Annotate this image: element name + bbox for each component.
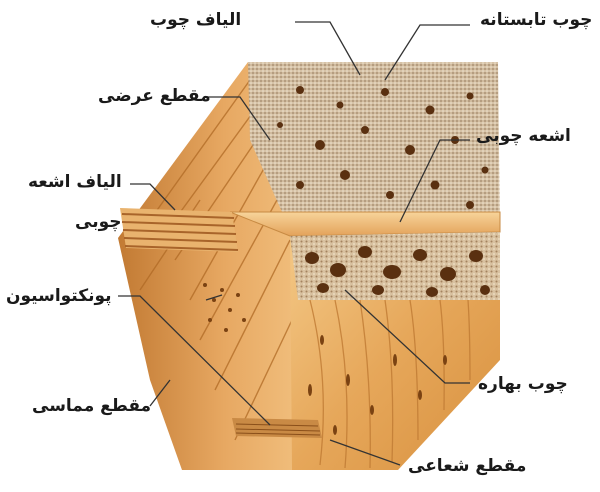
label-summerwood: چوب تابستانه	[480, 12, 592, 29]
label-ray-fibers-line1: الیاف اشعه	[28, 174, 122, 191]
label-punctuation: پونکتواسیون	[6, 288, 112, 305]
label-radial-section: مقطع شعاعی	[408, 458, 526, 475]
label-wood-rays: اشعه چوبی	[476, 128, 571, 145]
ray-fibers-protrusion	[120, 208, 238, 252]
label-ray-fibers-line2: چوبی	[75, 214, 122, 231]
cross-section-top	[248, 62, 500, 230]
label-tangential-section: مقطع مماسی	[32, 398, 151, 415]
label-springwood: چوب بهاره	[478, 376, 568, 393]
label-wood-fibers: الیاف چوب	[150, 12, 241, 29]
label-cross-section: مقطع عرضی	[98, 88, 211, 105]
radial-section-slab	[232, 418, 322, 438]
